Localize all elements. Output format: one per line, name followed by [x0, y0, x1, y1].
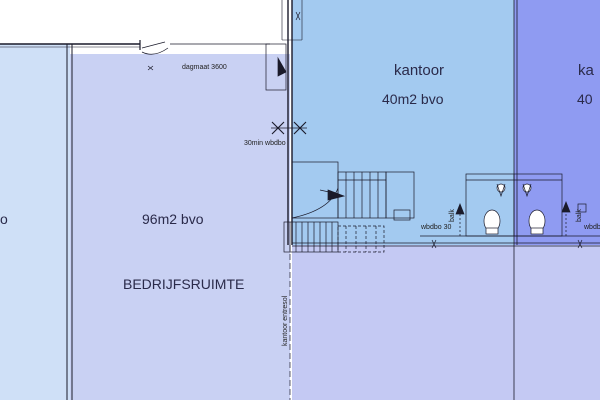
kantoor-area-label: 40m2 bvo [382, 91, 444, 107]
right-office-area-label: 40 [577, 91, 593, 107]
balk-left-label: balk [449, 209, 456, 222]
bedrijfsruimte-fill [70, 54, 290, 400]
top-white-zone [0, 0, 292, 44]
kantoor-label: kantoor [394, 62, 445, 79]
wbdbo-30min-label: 30min wbdbo [244, 140, 286, 147]
kantoor-fill [292, 0, 514, 245]
left-strip-fill [0, 44, 70, 400]
lower-right-fill [292, 245, 600, 400]
bedrijfsruimte-label: BEDRIJFSRUIMTE [123, 276, 245, 292]
dagmaat-label: dagmaat 3600 [182, 64, 227, 71]
toilet-block [420, 173, 600, 249]
bedrijf-area-label: 96m2 bvo [142, 211, 204, 227]
right-office-fill [514, 0, 600, 245]
wbdbo-crosses [271, 121, 307, 135]
door-swing [141, 41, 169, 71]
kantoor-entresol-label: kantoor entresol [282, 295, 289, 346]
staircase [283, 161, 415, 253]
right-office-label: ka [578, 62, 594, 79]
column-detail [265, 11, 301, 91]
wbdbo-30-left-label: wbdbo 30 [421, 224, 452, 231]
left-area-partial-label: o [0, 211, 8, 227]
wbdbo-right-label: wbdbo [584, 224, 600, 231]
balk-right-label: balk [576, 209, 583, 222]
